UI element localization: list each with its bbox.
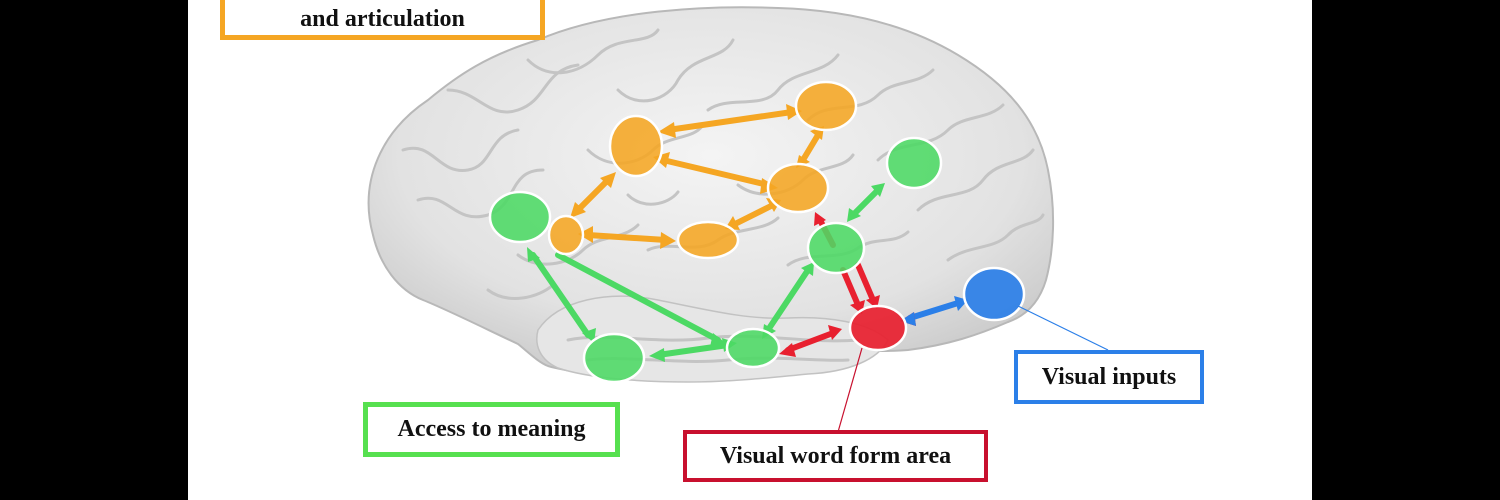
- arrow-blue-1: [907, 300, 961, 321]
- right-letterbox-bar: [1312, 0, 1500, 500]
- node-green-2: [885, 136, 943, 190]
- arrow-green-3: [655, 342, 731, 358]
- network-nodes: [488, 80, 1026, 384]
- arrow-red-1: [785, 330, 836, 353]
- arrow-red-2: [840, 267, 861, 308]
- articulation-label-box: and articulation: [220, 0, 545, 40]
- arrow-orange-2: [660, 157, 771, 188]
- slide: and articulation Access to meaning Visua…: [188, 0, 1312, 500]
- vwfa-label: Visual word form area: [719, 442, 952, 469]
- arrow-red-3: [855, 262, 876, 303]
- arrow-orange-5: [730, 202, 776, 228]
- node-orange-2: [794, 80, 858, 132]
- arrow-green-1: [530, 252, 591, 338]
- meaning-label: Access to meaning: [397, 416, 586, 442]
- arrow-orange-3: [585, 232, 669, 243]
- node-orange-1: [608, 114, 664, 178]
- node-green-4: [582, 332, 646, 384]
- arrow-green-2: [555, 252, 721, 343]
- leader-line-visual-inputs: [1017, 305, 1109, 351]
- arrow-green-4: [765, 267, 811, 333]
- left-letterbox-bar: [0, 0, 188, 500]
- node-orange-5: [547, 214, 585, 256]
- brain-network-diagram: [367, 6, 1109, 433]
- meaning-label-box: Access to meaning: [363, 402, 620, 457]
- arrow-orange-1: [665, 109, 795, 133]
- node-green-3: [806, 221, 866, 275]
- visual-inputs-label-box: Visual inputs: [1014, 350, 1204, 404]
- leader-line-vwfa: [837, 347, 863, 433]
- brain-silhouette: [367, 6, 1055, 379]
- articulation-label: and articulation: [300, 5, 465, 32]
- vwfa-label-box: Visual word form area: [683, 430, 988, 482]
- node-red-vwfa: [848, 304, 908, 352]
- node-green-5: [725, 327, 781, 369]
- arrow-green-5: [850, 187, 881, 218]
- node-orange-3: [766, 162, 830, 214]
- arrow-orange-6: [800, 132, 821, 163]
- node-blue-visual: [962, 266, 1026, 322]
- arrow-orange-4: [575, 177, 611, 213]
- visual-inputs-label: Visual inputs: [1041, 363, 1177, 390]
- node-green-1: [488, 190, 552, 244]
- node-orange-4: [676, 220, 740, 260]
